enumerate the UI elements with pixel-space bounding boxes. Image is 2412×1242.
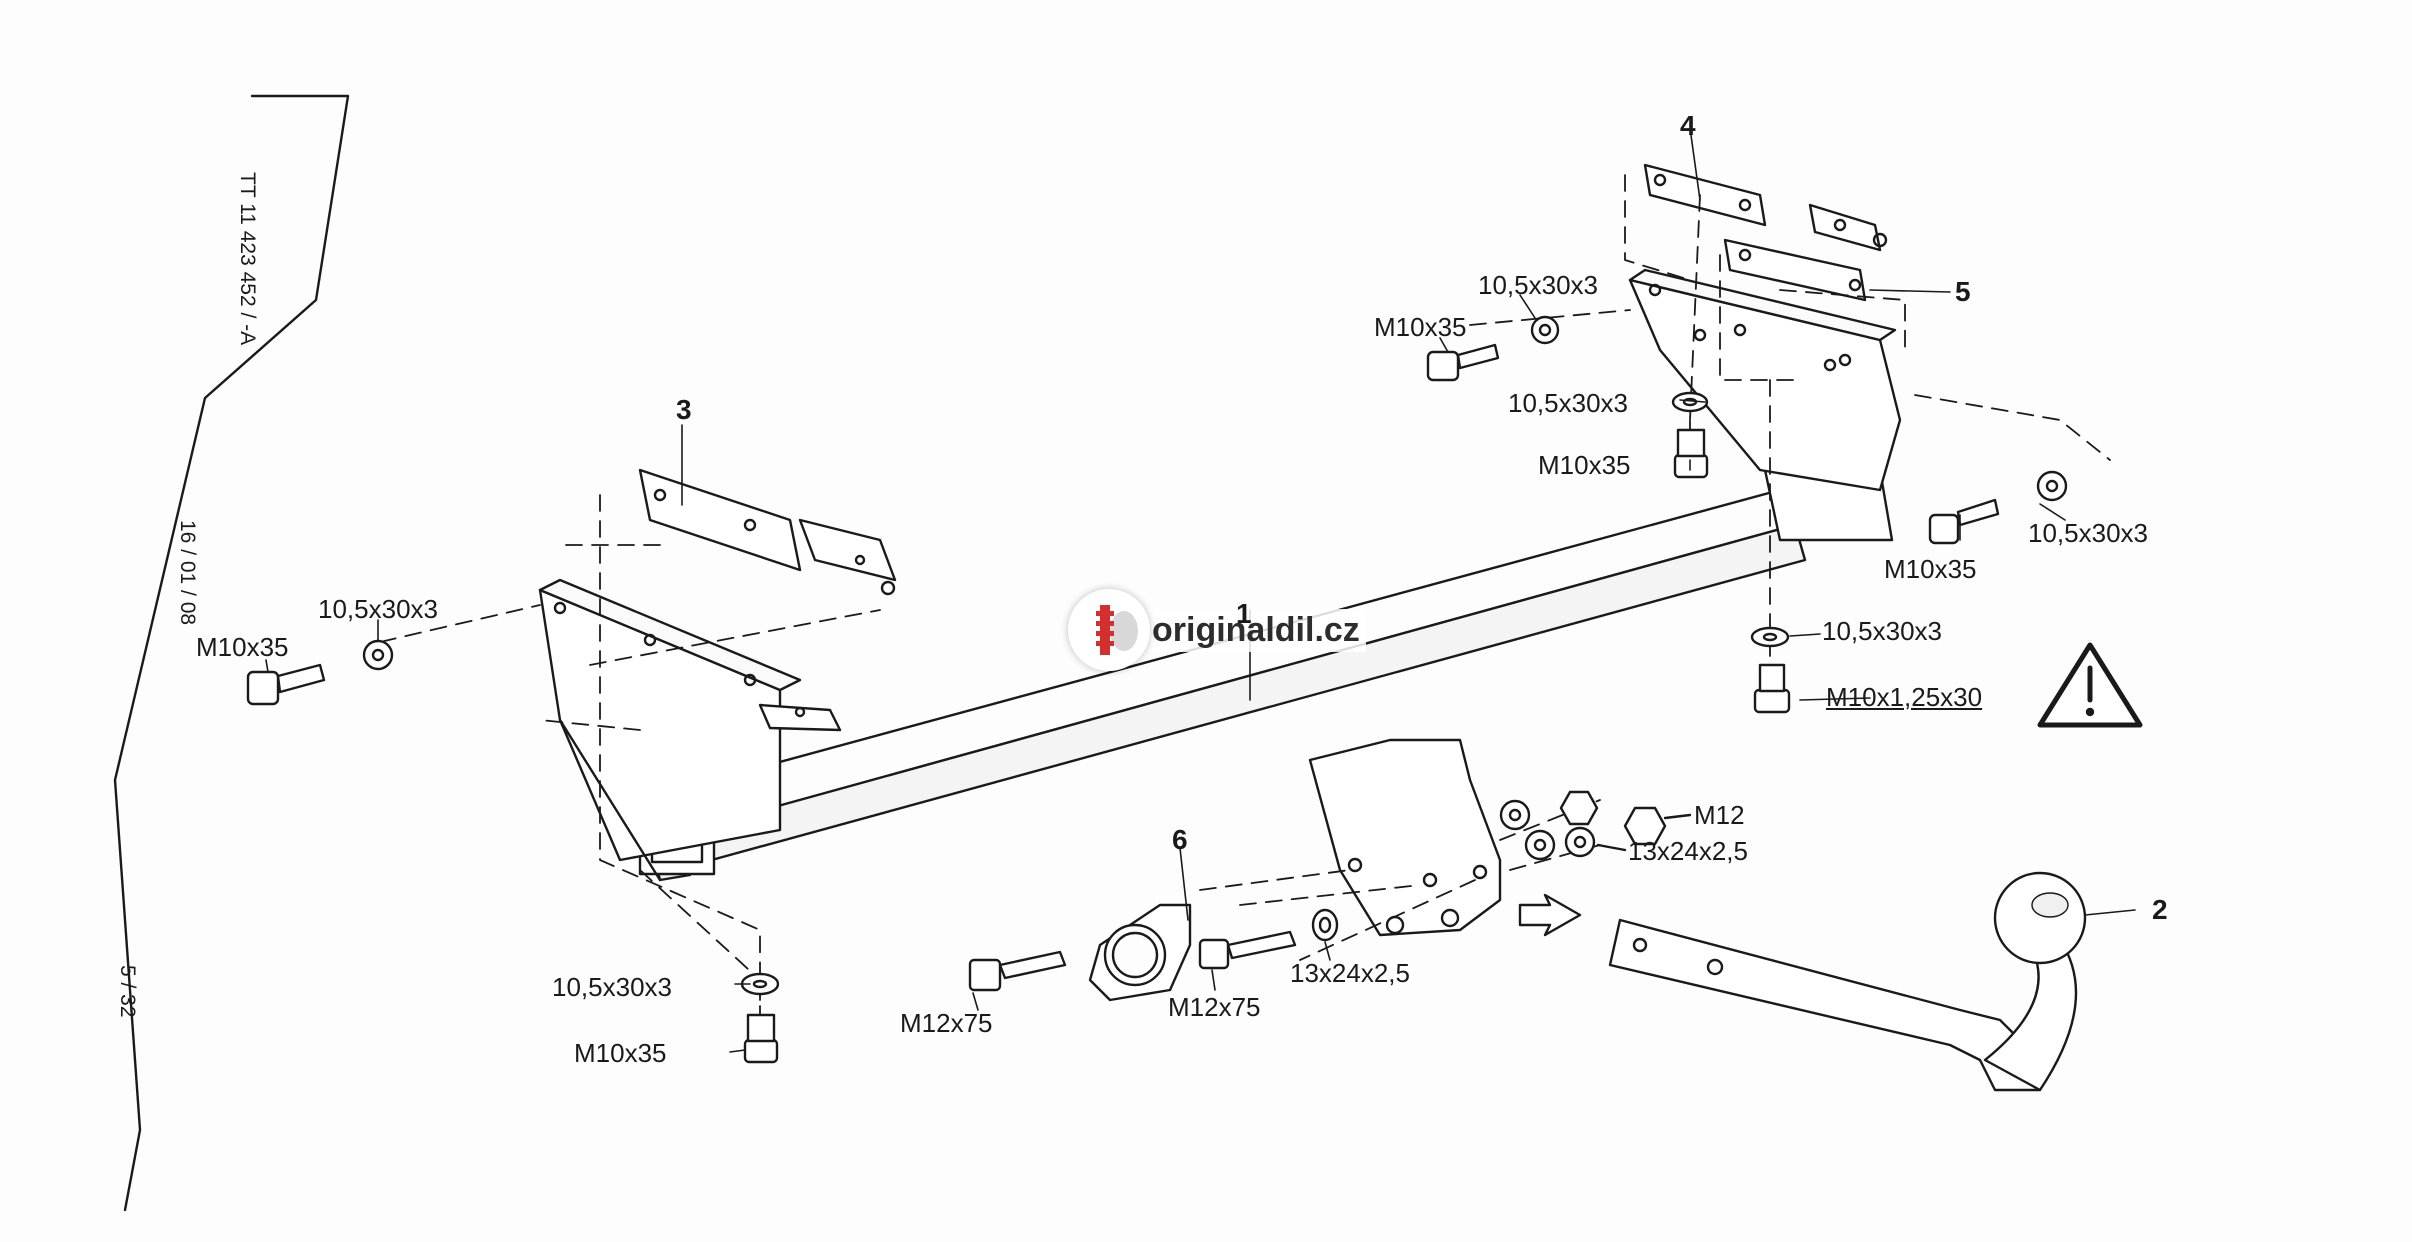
part-number-5: 5 xyxy=(1955,276,1971,307)
label-left-bolt: M10x35 xyxy=(196,632,289,662)
label-left-washer: 10,5x30x3 xyxy=(318,594,438,624)
label-right-lower-washer: 10,5x30x3 xyxy=(1822,616,1942,646)
label-mid-washer: 10,5x30x3 xyxy=(1508,388,1628,418)
part-number-2: 2 xyxy=(2152,894,2168,925)
bolt-m12x75-right xyxy=(1198,930,1297,970)
washer-right xyxy=(2036,470,2068,502)
label-m12-left: M12x75 xyxy=(900,1008,993,1038)
washer-13x24-bottom xyxy=(1311,908,1339,942)
bolt-m10x35-right xyxy=(1928,498,2000,545)
right-bracket-part-4-5 xyxy=(1628,163,1902,492)
part-number-4: 4 xyxy=(1680,110,1696,141)
drawing-date: 16 / 01 / 08 xyxy=(176,520,199,626)
brand-logo-icon xyxy=(1068,589,1150,671)
drawing-code: TT 11 423 452 / -A xyxy=(236,172,259,346)
part-number-3: 3 xyxy=(676,394,692,425)
bolt-m10x35-top xyxy=(1426,343,1500,382)
bolt-m10x35-left-bottom xyxy=(743,1013,779,1064)
bolt-m12x75-left xyxy=(968,950,1067,992)
label-right-bolt: M10x35 xyxy=(1884,554,1977,584)
sheet-border xyxy=(113,94,350,1212)
bolt-m10x125x30 xyxy=(1753,663,1791,714)
label-nut: M12 xyxy=(1694,800,1745,830)
label-top-washer: 10,5x30x3 xyxy=(1478,270,1598,300)
warning-triangle-icon xyxy=(2037,642,2143,728)
ring-plate-part-6 xyxy=(1088,903,1192,1002)
watermark-logo: originaldil.cz xyxy=(1068,584,1366,676)
label-mid-bolt: M10x35 xyxy=(1538,450,1631,480)
label-nut-washer: 13x24x2,5 xyxy=(1628,836,1748,866)
washer-top xyxy=(1530,315,1560,345)
shock-absorber-icon xyxy=(1096,605,1138,655)
label-m12-right: M12x75 xyxy=(1168,992,1261,1022)
nut-washer-cluster xyxy=(1499,790,1692,861)
label-washer-13: 13x24x2,5 xyxy=(1290,958,1410,988)
part-number-6: 6 xyxy=(1172,824,1188,855)
label-special-bolt: M10x1,25x30 xyxy=(1826,682,1983,712)
ball-hitch-part-2 xyxy=(1518,871,2087,1092)
washer-left-bottom xyxy=(740,972,780,996)
label-left-bottom-washer: 10,5x30x3 xyxy=(552,972,672,1002)
brand-name: originaldil.cz xyxy=(1146,608,1366,652)
label-right-washer: 10,5x30x3 xyxy=(2028,518,2148,548)
bolt-m10x35-left xyxy=(246,663,326,706)
bolt-m10x35-mid xyxy=(1673,428,1709,479)
label-top-bolt: M10x35 xyxy=(1374,312,1467,342)
part-number-1: 1 xyxy=(1236,598,1252,629)
ball-mount-flange xyxy=(1308,738,1502,937)
label-left-bottom-bolt: M10x35 xyxy=(574,1038,667,1068)
page-number: 5 / 32 xyxy=(116,965,139,1018)
washer-left xyxy=(362,639,394,671)
left-guide-lines xyxy=(379,494,881,1051)
washer-right-lower xyxy=(1750,626,1790,648)
